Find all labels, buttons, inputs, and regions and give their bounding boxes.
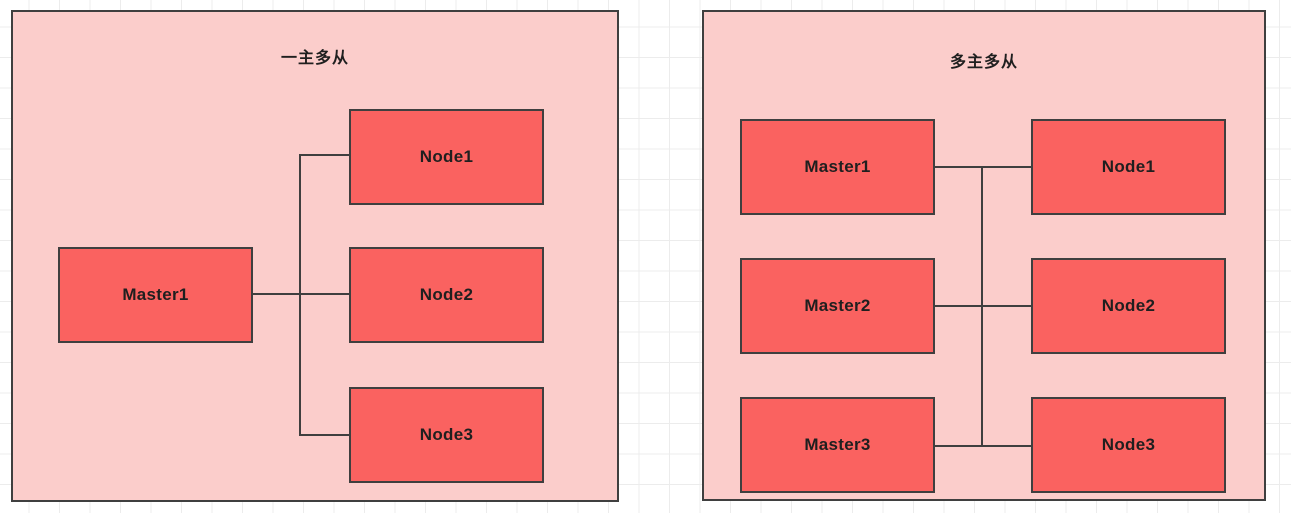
box-master2-label: Master2 <box>804 296 871 315</box>
box-node3-label: Node3 <box>419 425 474 444</box>
edge-bus-to-node1 <box>299 154 349 156</box>
edge-master1-to-node1 <box>935 166 1031 168</box>
box-node2-label: Node2 <box>1101 296 1156 315</box>
box-node1[interactable]: Node1 <box>1031 119 1226 215</box>
box-node2-label: Node2 <box>419 285 474 304</box>
box-node2[interactable]: Node2 <box>349 247 544 343</box>
box-master1[interactable]: Master1 <box>58 247 253 343</box>
box-node1[interactable]: Node1 <box>349 109 544 205</box>
panel-many-masters-many-slaves[interactable]: 多主多从 Master1 Master2 Master3 Node1 Node2… <box>702 10 1266 501</box>
panel-one-master-many-slaves[interactable]: 一主多从 Master1 Node1 Node2 Node3 <box>11 10 619 502</box>
box-master1[interactable]: Master1 <box>740 119 935 215</box>
edge-master1-to-bus <box>253 293 301 295</box>
box-node3[interactable]: Node3 <box>349 387 544 483</box>
box-node3-label: Node3 <box>1101 435 1156 454</box>
edge-master3-to-node3 <box>935 445 1031 447</box>
edge-bus-to-node2 <box>299 293 349 295</box>
box-master1-label: Master1 <box>804 157 871 176</box>
box-node3[interactable]: Node3 <box>1031 397 1226 493</box>
panel-title-many-masters-many-slaves: 多主多从 <box>949 54 1018 71</box>
box-master2[interactable]: Master2 <box>740 258 935 354</box>
box-master3[interactable]: Master3 <box>740 397 935 493</box>
box-node2[interactable]: Node2 <box>1031 258 1226 354</box>
box-node1-label: Node1 <box>419 147 474 166</box>
edge-vertical-bus <box>299 154 301 436</box>
panel-title-one-master-many-slaves: 一主多从 <box>280 50 349 67</box>
box-master3-label: Master3 <box>804 435 871 454</box>
edge-master2-to-node2 <box>935 305 1031 307</box>
box-master1-label: Master1 <box>122 285 189 304</box>
edge-bus-to-node3 <box>299 434 349 436</box>
box-node1-label: Node1 <box>1101 157 1156 176</box>
